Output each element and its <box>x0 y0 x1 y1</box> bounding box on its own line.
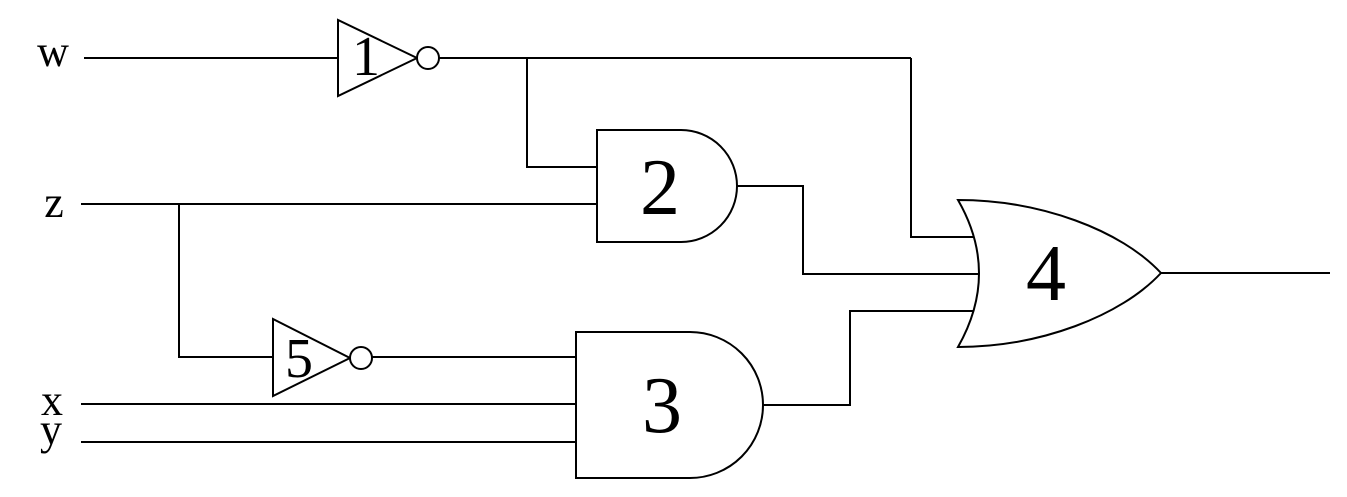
wire-z-to-not5 <box>178 204 273 358</box>
not-gate-5-bubble <box>349 346 373 370</box>
not-gate-1-bubble <box>416 46 440 70</box>
gate-label-5: 5 <box>285 328 313 390</box>
and-gate-2-body <box>596 129 738 243</box>
wire-not1-to-or4 <box>910 58 978 238</box>
wire-and2-to-or4 <box>735 185 982 275</box>
input-label-w: w <box>37 27 69 76</box>
gate-label-2: 2 <box>640 144 680 232</box>
input-label-x: x <box>41 376 63 425</box>
wire-and3-to-or4 <box>762 310 978 406</box>
or-gate-4-body <box>956 198 1163 349</box>
gate-label-4: 4 <box>1026 230 1066 318</box>
wire-not1-to-and2 <box>526 58 600 168</box>
input-label-y: y <box>40 405 62 454</box>
input-label-z: z <box>44 178 64 227</box>
not-gate-5-triangle <box>272 317 353 398</box>
not-gate-1-triangle <box>337 18 420 98</box>
and-gate-3-body <box>575 331 764 479</box>
gate-label-3: 3 <box>642 362 682 450</box>
gate-label-1: 1 <box>352 26 380 88</box>
